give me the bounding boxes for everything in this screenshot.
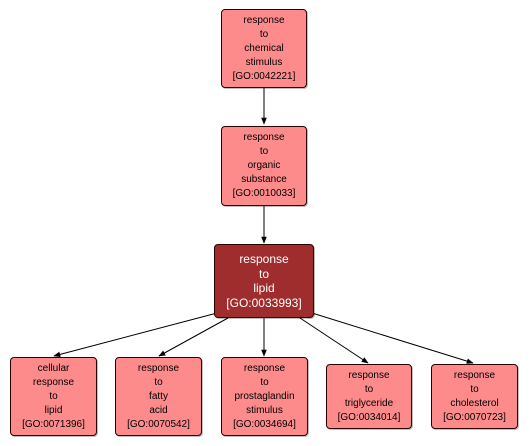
node-label-line: to (260, 376, 269, 388)
node-go-id: [GO:0033993] (226, 295, 302, 310)
node-go-id: [GO:0034014] (337, 411, 401, 423)
node-label-line: to (49, 390, 58, 402)
edge-lipid-to-cholesterol (311, 312, 474, 364)
node-cellular-response-to-lipid[interactable]: cellular response to lipid [GO:0071396] (10, 357, 97, 436)
node-label-line: to (364, 383, 374, 395)
node-label-line: to (154, 376, 163, 388)
node-label-line: lipid (44, 404, 63, 416)
node-label-line: to (470, 383, 479, 395)
node-label-line: response (243, 132, 285, 143)
node-label-line: response (243, 362, 286, 374)
node-label-line: response (348, 369, 390, 381)
node-label-line: to (259, 146, 269, 157)
node-label-line: response (32, 376, 75, 388)
node-response-to-cholesterol[interactable]: response to cholesterol [GO:0070723] (431, 364, 518, 429)
node-label-line: organic (247, 160, 281, 171)
node-go-id: [GO:0070723] (443, 411, 506, 423)
edge-lipid-to-cellular (53, 312, 218, 358)
node-label-line: stimulus (246, 404, 283, 416)
node-label-line: response (453, 369, 496, 381)
node-label-line: chemical (244, 42, 284, 54)
node-label-line: lipid (253, 281, 275, 295)
node-response-to-fatty-acid[interactable]: response to fatty acid [GO:0070542] (115, 357, 202, 436)
node-go-id: [GO:0071396] (22, 418, 85, 430)
edge-lipid-to-triglyceride (299, 317, 369, 364)
node-label-line: response (239, 252, 289, 266)
node-label-line: substance (241, 174, 287, 185)
node-response-to-organic-substance[interactable]: response to organic substance [GO:001003… (221, 126, 307, 206)
node-go-id: [GO:0010033] (232, 188, 296, 199)
node-response-to-lipid[interactable]: response to lipid [GO:0033993] (214, 244, 314, 318)
node-label-line: fatty (149, 390, 168, 402)
node-label-line: cholesterol (450, 397, 499, 409)
node-go-id: [GO:0042221] (232, 70, 296, 82)
node-label-line: response (137, 362, 180, 374)
node-label-line: cellular (37, 362, 70, 374)
node-response-to-prostaglandin-stimulus[interactable]: response to prostaglandin stimulus [GO:0… (221, 357, 308, 436)
node-response-to-triglyceride[interactable]: response to triglyceride [GO:0034014] (326, 364, 412, 429)
node-label-line: triglyceride (344, 397, 394, 409)
node-label-line: to (259, 28, 269, 40)
node-go-id: [GO:0070542] (127, 418, 190, 430)
node-label-line: stimulus (245, 56, 283, 68)
node-label-line: acid (149, 404, 168, 416)
node-response-to-chemical-stimulus[interactable]: response to chemical stimulus [GO:004222… (221, 9, 307, 88)
edge-lipid-to-fatty (158, 317, 229, 357)
node-label-line: prostaglandin (234, 390, 295, 402)
node-label-line: to (258, 266, 269, 281)
node-label-line: response (243, 14, 285, 26)
node-go-id: [GO:0034694] (233, 418, 296, 430)
